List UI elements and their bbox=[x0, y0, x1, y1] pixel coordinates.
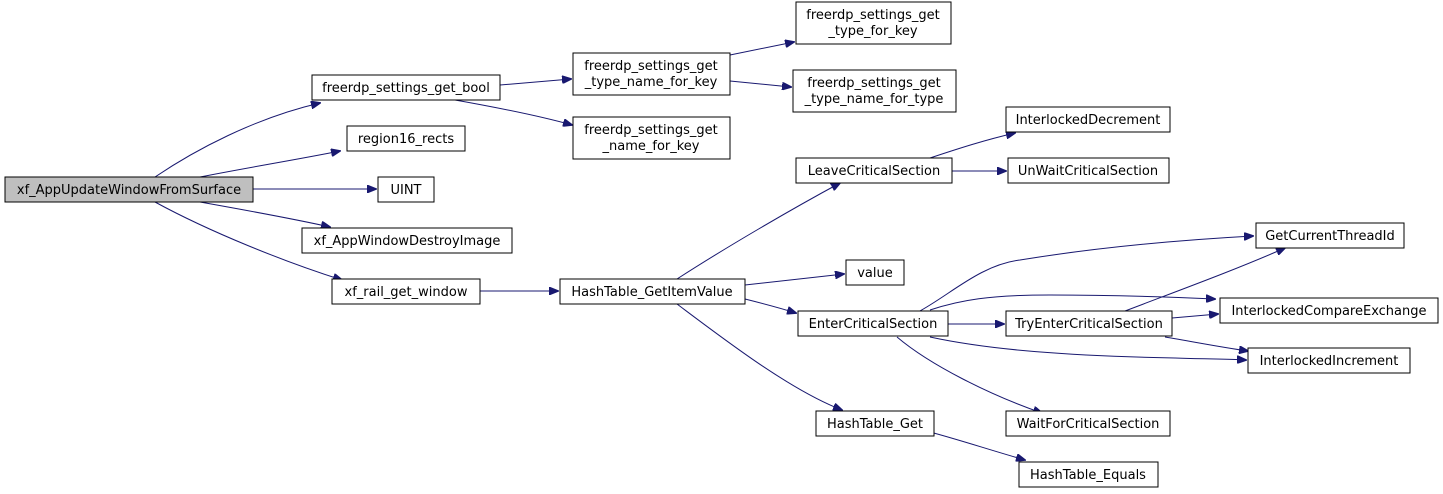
node-label: _type_name_for_key bbox=[584, 75, 718, 90]
node-label: TryEnterCriticalSection bbox=[1014, 317, 1163, 332]
node-label: HashTable_Get bbox=[827, 417, 923, 432]
edge-enter-cs-to-current-thread-id bbox=[917, 236, 1253, 313]
edge-root-to-get-bool bbox=[154, 103, 320, 178]
node-interlockedcompareexchange[interactable]: InterlockedCompareExchange bbox=[1219, 297, 1439, 324]
node-label: freerdp_settings_get bbox=[807, 76, 940, 91]
node-label: InterlockedIncrement bbox=[1260, 354, 1399, 369]
node-label: freerdp_settings_get bbox=[584, 123, 717, 138]
node-label: xf_AppUpdateWindowFromSurface bbox=[17, 183, 241, 198]
node-label: _name_for_key bbox=[602, 139, 700, 154]
node-xf-appupdatewindowfromsurface[interactable]: xf_AppUpdateWindowFromSurface bbox=[4, 176, 254, 203]
node-label: _type_for_key bbox=[827, 24, 917, 39]
node-label: InterlockedCompareExchange bbox=[1231, 304, 1426, 319]
edge-root-to-region16 bbox=[199, 151, 340, 178]
nodes: xf_AppUpdateWindowFromSurface freerdp_se… bbox=[4, 1, 1439, 488]
edge-get-item-value-to-hashtable-get bbox=[676, 303, 842, 410]
edge-try-enter-cs-to-interlocked-cmpxchg bbox=[1171, 314, 1218, 318]
node-hashtable-equals[interactable]: HashTable_Equals bbox=[1018, 461, 1159, 488]
node-uint[interactable]: UINT bbox=[377, 176, 435, 203]
node-label: region16_rects bbox=[358, 132, 454, 147]
node-freerdp-settings-get-type-for-key[interactable]: freerdp_settings_get _type_for_key bbox=[795, 1, 952, 45]
node-value[interactable]: value bbox=[845, 259, 905, 286]
node-region16-rects[interactable]: region16_rects bbox=[346, 125, 466, 152]
edges bbox=[154, 42, 1285, 460]
edge-get-bool-to-name-for-key bbox=[454, 99, 572, 125]
node-label: value bbox=[857, 266, 893, 281]
node-label: LeaveCriticalSection bbox=[808, 164, 940, 179]
node-label: EnterCriticalSection bbox=[809, 317, 938, 332]
node-label: HashTable_GetItemValue bbox=[571, 285, 732, 300]
node-label: UINT bbox=[390, 183, 421, 198]
edge-leave-cs-to-interlocked-dec bbox=[929, 133, 1015, 159]
node-freerdp-settings-get-name-for-key[interactable]: freerdp_settings_get _name_for_key bbox=[572, 116, 731, 160]
node-leavecriticalsection[interactable]: LeaveCriticalSection bbox=[795, 157, 953, 184]
node-label: freerdp_settings_get bbox=[584, 59, 717, 74]
node-xf-rail-get-window[interactable]: xf_rail_get_window bbox=[331, 278, 481, 305]
node-hashtable-getitemvalue[interactable]: HashTable_GetItemValue bbox=[559, 278, 746, 305]
node-interlockedincrement[interactable]: InterlockedIncrement bbox=[1247, 347, 1411, 374]
edge-root-to-destroy-image bbox=[199, 201, 330, 227]
edge-enter-cs-to-interlocked-cmpxchg bbox=[929, 294, 1215, 311]
node-label: freerdp_settings_get_bool bbox=[322, 81, 490, 96]
node-waitforcriticalsection[interactable]: WaitForCriticalSection bbox=[1005, 410, 1171, 437]
edge-type-name-for-key-to-type-for-key bbox=[729, 42, 794, 56]
edge-get-item-value-to-value bbox=[744, 274, 844, 286]
edge-get-item-value-to-leave-cs bbox=[676, 183, 840, 280]
node-freerdp-settings-get-bool[interactable]: freerdp_settings_get_bool bbox=[311, 74, 501, 101]
node-label: UnWaitCriticalSection bbox=[1018, 164, 1158, 179]
node-label: GetCurrentThreadId bbox=[1265, 229, 1395, 244]
edge-enter-cs-to-wait-for-cs bbox=[896, 336, 1042, 413]
node-label: _type_name_for_type bbox=[804, 92, 944, 107]
edge-root-to-rail-get-window bbox=[154, 201, 342, 280]
node-tryentercriticalsection[interactable]: TryEnterCriticalSection bbox=[1005, 310, 1173, 337]
node-entercriticalsection[interactable]: EnterCriticalSection bbox=[797, 310, 949, 337]
edge-hashtable-get-to-hashtable-equals bbox=[929, 431, 1025, 460]
node-xf-appwindowdestroyimage[interactable]: xf_AppWindowDestroyImage bbox=[301, 227, 513, 254]
edge-type-name-for-key-to-type-name-for-type bbox=[729, 80, 791, 87]
node-freerdp-settings-get-type-name-for-key[interactable]: freerdp_settings_get _type_name_for_key bbox=[572, 52, 731, 96]
node-freerdp-settings-get-type-name-for-type[interactable]: freerdp_settings_get _type_name_for_type bbox=[792, 69, 957, 113]
node-interlockeddecrement[interactable]: InterlockedDecrement bbox=[1005, 106, 1171, 133]
node-label: WaitForCriticalSection bbox=[1017, 417, 1160, 432]
node-label: xf_rail_get_window bbox=[345, 285, 468, 300]
edge-try-enter-cs-to-interlocked-inc bbox=[1164, 336, 1248, 351]
edge-try-enter-cs-to-current-thread-id bbox=[1124, 248, 1285, 312]
node-label: xf_AppWindowDestroyImage bbox=[314, 234, 501, 249]
edge-get-bool-to-type-name-for-key bbox=[499, 79, 571, 86]
node-unwaitcriticalsection[interactable]: UnWaitCriticalSection bbox=[1007, 157, 1170, 184]
node-getcurrentthreadid[interactable]: GetCurrentThreadId bbox=[1255, 222, 1405, 249]
node-label: InterlockedDecrement bbox=[1016, 113, 1161, 128]
edge-enter-cs-to-interlocked-inc bbox=[929, 336, 1246, 360]
edge-get-item-value-to-enter-cs bbox=[744, 298, 796, 313]
node-label: freerdp_settings_get bbox=[806, 8, 939, 23]
node-label: HashTable_Equals bbox=[1030, 468, 1146, 483]
node-hashtable-get[interactable]: HashTable_Get bbox=[815, 410, 935, 437]
